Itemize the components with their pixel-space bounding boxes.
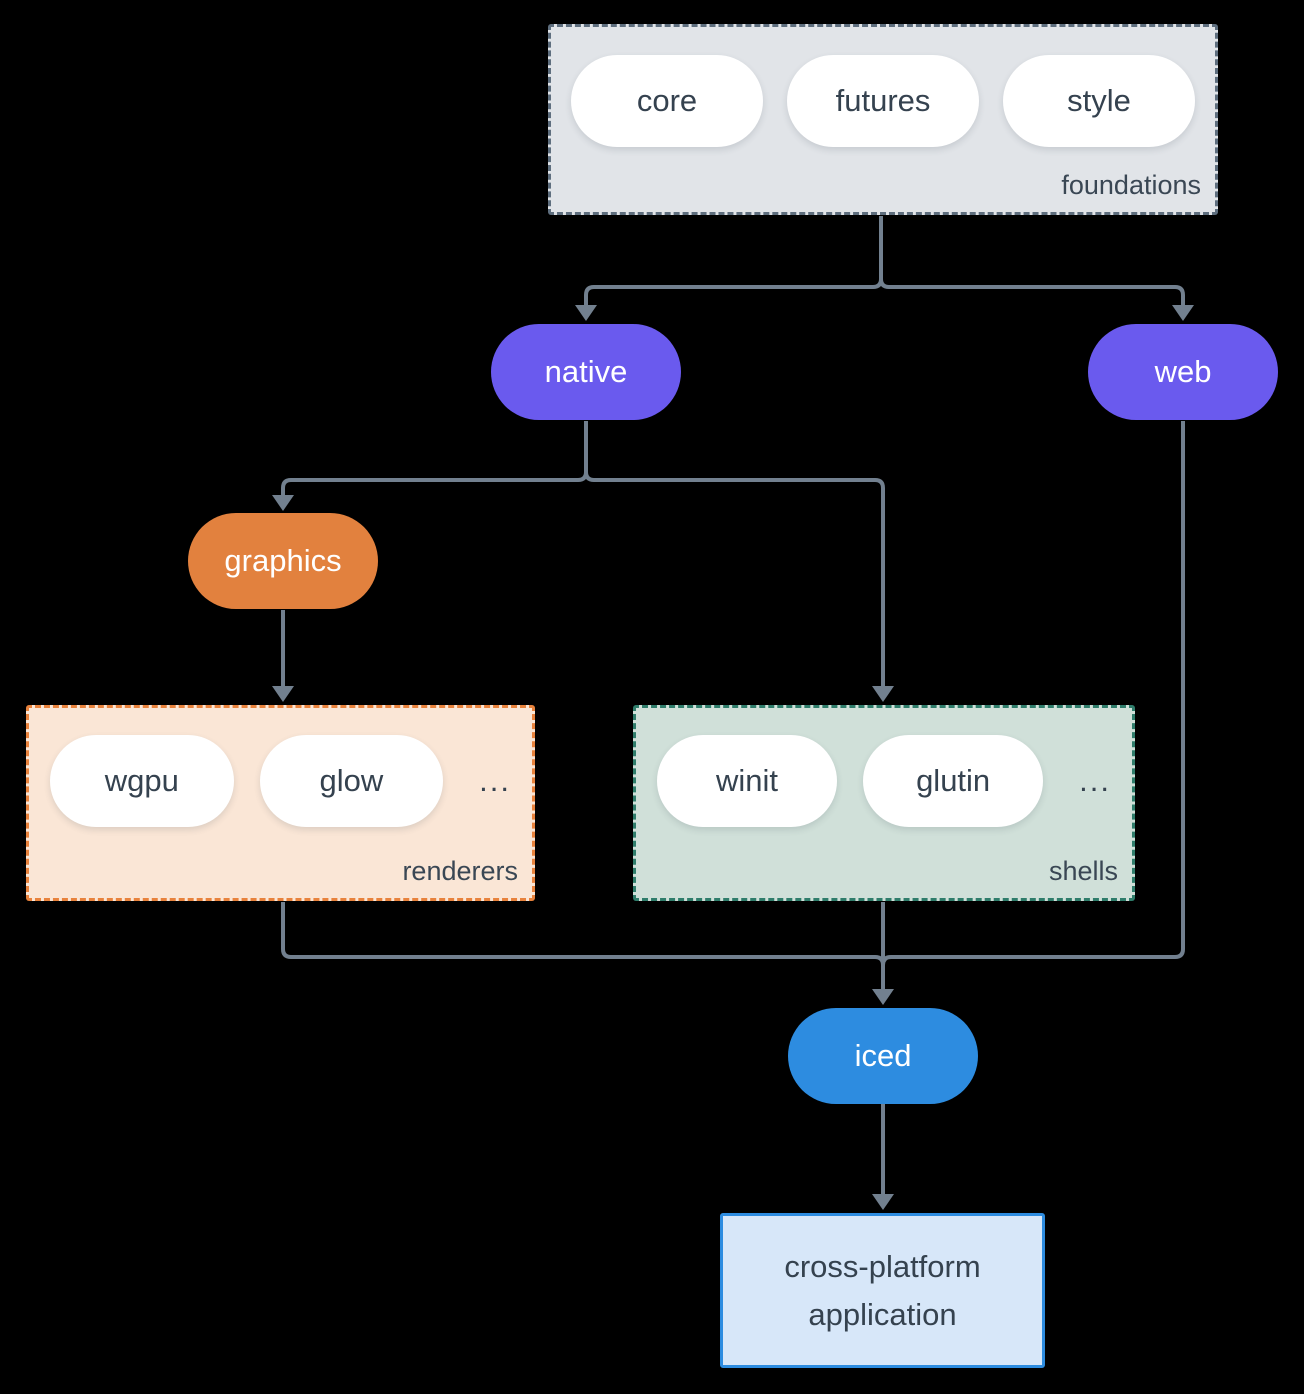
connector-native-to-shells — [584, 421, 885, 687]
node-core: core — [571, 55, 763, 147]
arrowhead-iced — [872, 989, 894, 1005]
arrowhead-web — [1172, 305, 1194, 321]
arrowhead-application — [872, 1194, 894, 1210]
node-wgpu: wgpu — [50, 735, 234, 827]
arrowhead-renderers — [272, 686, 294, 702]
node-web: web — [1088, 324, 1278, 420]
node-native: native — [491, 324, 681, 420]
renderers-ellipsis: ... — [479, 763, 511, 798]
node-graphics: graphics — [188, 513, 378, 609]
connector-native-to-graphics — [281, 421, 588, 496]
arrowhead-native — [575, 305, 597, 321]
renderers-group: wgpu glow ... renderers — [26, 705, 535, 901]
arrowhead-shells — [872, 686, 894, 702]
shells-pill-row: winit glutin ... — [636, 735, 1132, 827]
renderers-group-label: renderers — [402, 856, 518, 886]
application-label-line2: application — [808, 1296, 957, 1332]
node-cross-platform-application: cross-platform application — [720, 1213, 1045, 1368]
node-glutin: glutin — [863, 735, 1044, 827]
connector-foundations-to-native — [584, 216, 883, 307]
shells-group-label: shells — [1048, 856, 1118, 886]
foundations-group-label: foundations — [1061, 170, 1201, 200]
foundations-group: core futures style foundations — [548, 24, 1218, 215]
node-style: style — [1003, 55, 1195, 147]
renderers-pill-row: wgpu glow ... — [29, 735, 532, 827]
node-winit: winit — [657, 735, 838, 827]
shells-ellipsis: ... — [1079, 763, 1111, 798]
application-label-line1: cross-platform — [784, 1248, 981, 1284]
arrowhead-graphics — [272, 495, 294, 511]
connector-renderers-to-iced — [281, 902, 885, 985]
foundations-pill-row: core futures style — [551, 55, 1215, 147]
connector-foundations-to-web — [879, 216, 1185, 307]
node-futures: futures — [787, 55, 979, 147]
node-glow: glow — [259, 735, 444, 827]
node-iced: iced — [788, 1008, 978, 1104]
shells-group: winit glutin ... shells — [633, 705, 1135, 901]
